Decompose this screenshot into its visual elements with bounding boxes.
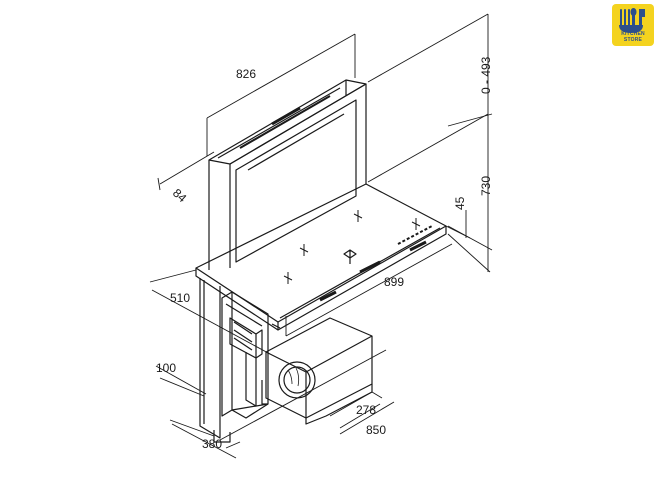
utensils-icon <box>619 8 645 33</box>
kitchen-store-logo: KITCHEN STORE <box>612 4 654 46</box>
dim-label-899: 899 <box>384 275 404 289</box>
dim-label-510: 510 <box>170 291 190 305</box>
dim-label-730: 730 <box>479 176 493 196</box>
dimension-lines <box>149 13 493 459</box>
dim-label-380: 380 <box>202 437 222 451</box>
dim-label-278: 278 <box>356 403 376 417</box>
duct-column <box>221 291 281 419</box>
cabinet-side <box>199 278 231 443</box>
motor-unit <box>265 317 373 425</box>
extractor-panel <box>208 79 367 270</box>
dim-label-84: 84 <box>170 186 190 206</box>
dim-label-826: 826 <box>236 67 256 81</box>
dim-label-0-493: 0 - 493 <box>479 56 493 94</box>
countertop <box>195 183 447 331</box>
dimension-labels: 826 84 0 - 493 730 45 510 899 100 278 85… <box>156 56 493 451</box>
dim-label-45: 45 <box>453 196 467 210</box>
logo-text: KITCHEN STORE <box>621 31 645 43</box>
dim-label-850: 850 <box>366 423 386 437</box>
dim-label-100: 100 <box>156 361 176 375</box>
